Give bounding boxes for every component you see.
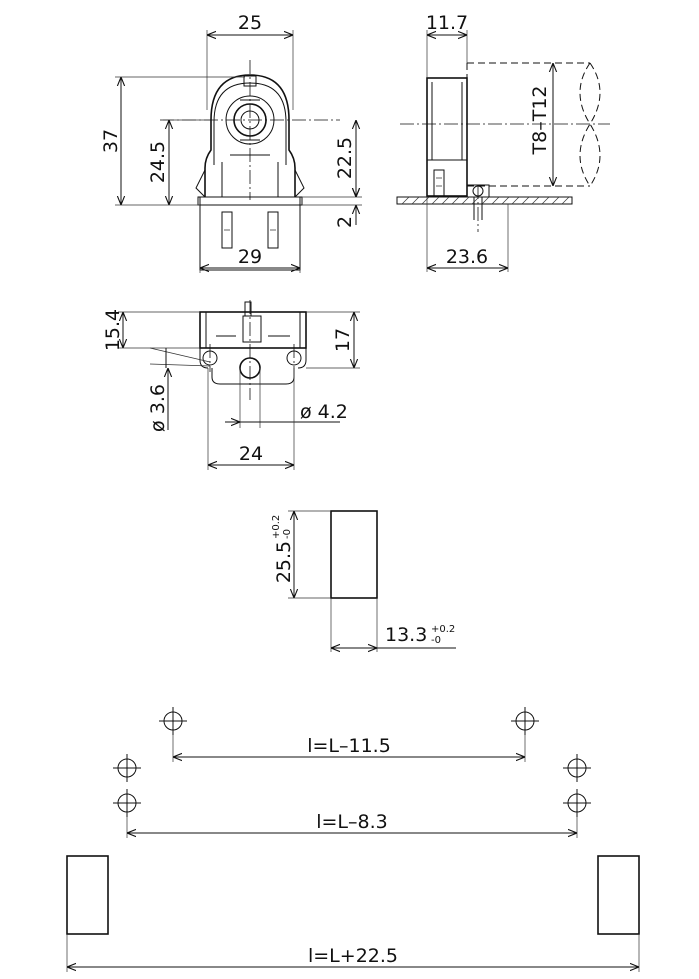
- holder-body-bottom: [199, 301, 307, 385]
- dim-lamp-range: T8–T12: [529, 86, 551, 156]
- dim-hole-spacing: 24: [239, 443, 263, 465]
- dim-cutout-height-tol-plus: +0.2: [271, 515, 282, 539]
- spacing-diagram: l=L–11.5 l=L–8.3 l=L+22.5: [66, 707, 640, 972]
- dim-cutout-width: 13.3: [385, 624, 427, 646]
- dim-cutout-width-tol-minus: -0: [431, 635, 441, 646]
- dim-overall-depth: 23.6: [446, 246, 488, 268]
- dim-center-height: 22.5: [334, 137, 356, 179]
- holder-body-side: [426, 77, 490, 232]
- dim-cutout-width-tol-plus: +0.2: [431, 624, 455, 635]
- mounting-plate: [396, 196, 573, 205]
- dim-cutout-height-group: 25.5 +0.2 -0: [271, 515, 295, 583]
- dim-spacing-row2: l=L–8.3: [316, 811, 388, 833]
- cutout-rectangle: [330, 510, 378, 599]
- dim-hole-small: ø 3.6: [147, 384, 169, 432]
- dim-front-width: 25: [238, 12, 262, 34]
- hole-crosshair-r1-right: [511, 707, 539, 735]
- lamp-outline: [466, 62, 601, 187]
- holder-block-left: [66, 855, 109, 935]
- bottom-view: 15.4 17 ø 3.6 ø 4.2 24: [102, 300, 360, 470]
- dim-bottom-height-b: 17: [332, 328, 354, 352]
- hole-crosshair-r2-left-top: [113, 754, 141, 782]
- dim-spacing-row3: l=L+22.5: [308, 945, 398, 967]
- dim-bottom-height-a: 15.4: [102, 309, 124, 351]
- dim-base-width: 29: [238, 246, 262, 268]
- dim-base-offset: 2: [334, 216, 356, 228]
- front-view: 25 37 24.5 22.5 2 29: [100, 12, 362, 273]
- dim-cutout-height-tol-minus: -0: [282, 529, 293, 539]
- dim-front-height: 37: [100, 129, 122, 153]
- holder-block-right: [597, 855, 640, 935]
- hole-crosshair-r2-right-top: [563, 754, 591, 782]
- dim-side-depth: 11.7: [426, 12, 468, 34]
- dim-spacing-row1: l=L–11.5: [307, 735, 391, 757]
- dim-hole-large: ø 4.2: [300, 401, 348, 423]
- hole-crosshair-r1-left: [159, 707, 187, 735]
- hole-crosshair-r2-left-bottom: [113, 789, 141, 817]
- side-view: 11.7 T8–T12 23.6: [396, 12, 610, 272]
- hole-crosshair-r2-right-bottom: [563, 789, 591, 817]
- dim-rotor-height: 24.5: [147, 141, 169, 183]
- panel-cutout: 25.5 +0.2 -0 13.3 +0.2 -0: [271, 510, 456, 652]
- dim-cutout-height: 25.5: [273, 541, 295, 583]
